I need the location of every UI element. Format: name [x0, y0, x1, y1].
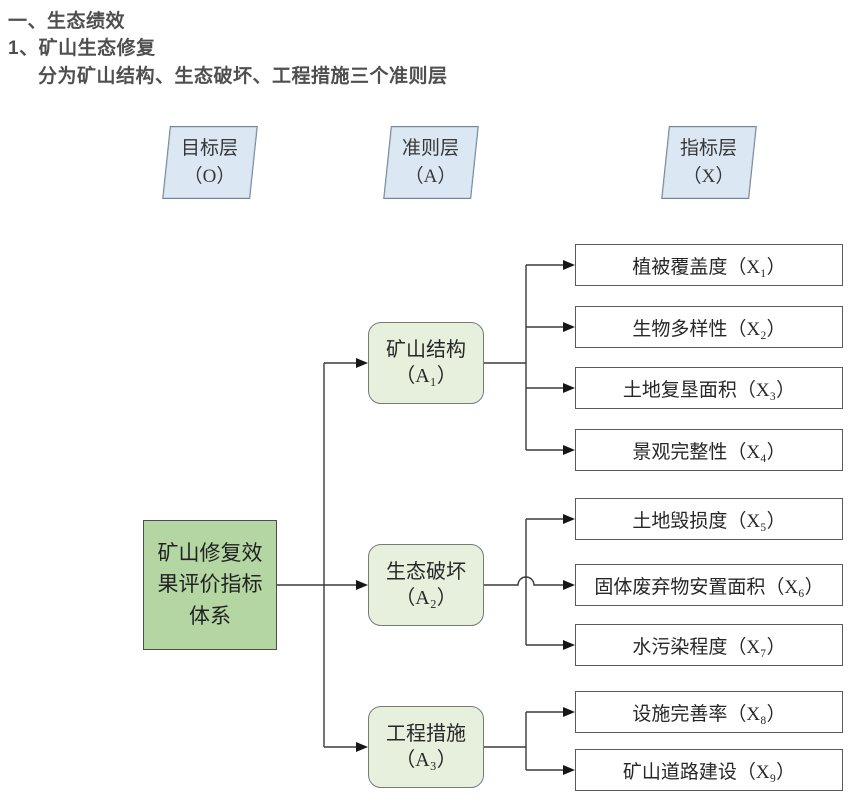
- indicator-node-x8: 设施完善率（X₈）: [575, 691, 843, 733]
- layer-label-indicator: 指标层 （X）: [661, 126, 757, 199]
- indicator-node-x3: 土地复垦面积（X₃）: [575, 367, 843, 409]
- section-heading: 一、生态绩效: [8, 11, 126, 32]
- arrowhead-icon: [563, 640, 575, 650]
- layer-title: 目标层: [181, 137, 239, 159]
- arrowhead-icon: [563, 765, 575, 775]
- layer-label-goal: 目标层 （O）: [162, 126, 258, 199]
- description-text: 分为矿山结构、生态破坏、工程措施三个准则层: [38, 66, 448, 87]
- indicator-node-x6: 固体废弃物安置面积（X₆）: [575, 564, 843, 606]
- layer-code: （X）: [683, 165, 735, 187]
- layer-code: （A）: [405, 165, 457, 187]
- layer-code: （O）: [184, 165, 236, 187]
- arrowhead-icon: [563, 514, 575, 524]
- layer-title: 指标层: [680, 137, 738, 159]
- arrowhead-icon: [563, 580, 575, 590]
- a2-out-line-with-hop: [484, 576, 563, 586]
- criteria-node-a3: 工程措施 （A₃）: [368, 706, 484, 788]
- arrowhead-icon: [563, 383, 575, 393]
- criteria-node-a1: 矿山结构 （A₁）: [368, 322, 484, 404]
- indicator-node-x1: 植被覆盖度（X₁）: [575, 244, 843, 286]
- criteria-name: 生态破坏: [386, 561, 466, 583]
- arrowhead-icon: [356, 742, 368, 752]
- criteria-code: （A₁）: [395, 365, 457, 387]
- indicator-node-x7: 水污染程度（X₇）: [575, 624, 843, 666]
- arrowhead-icon: [563, 322, 575, 332]
- arrowhead-icon: [563, 707, 575, 717]
- indicator-node-x2: 生物多样性（X₂）: [575, 306, 843, 348]
- indicator-node-x4: 景观完整性（X₄）: [575, 429, 843, 471]
- criteria-name: 矿山结构: [386, 339, 466, 361]
- criteria-code: （A₂）: [395, 587, 457, 609]
- arrowhead-icon: [563, 445, 575, 455]
- criteria-name: 工程措施: [386, 723, 466, 745]
- arrowhead-icon: [563, 260, 575, 270]
- subsection-heading: 1、矿山生态修复: [8, 38, 156, 59]
- criteria-code: （A₃）: [395, 749, 457, 771]
- criteria-node-a2: 生态破坏 （A₂）: [368, 544, 484, 626]
- arrowhead-icon: [356, 580, 368, 590]
- goal-node: 矿山修复效果评价指标体系: [143, 520, 277, 650]
- layer-title: 准则层: [402, 137, 460, 159]
- indicator-node-x5: 土地毁损度（X₅）: [575, 498, 843, 540]
- layer-label-criteria: 准则层 （A）: [383, 126, 479, 199]
- arrowhead-icon: [356, 358, 368, 368]
- indicator-node-x9: 矿山道路建设（X₉）: [575, 749, 843, 791]
